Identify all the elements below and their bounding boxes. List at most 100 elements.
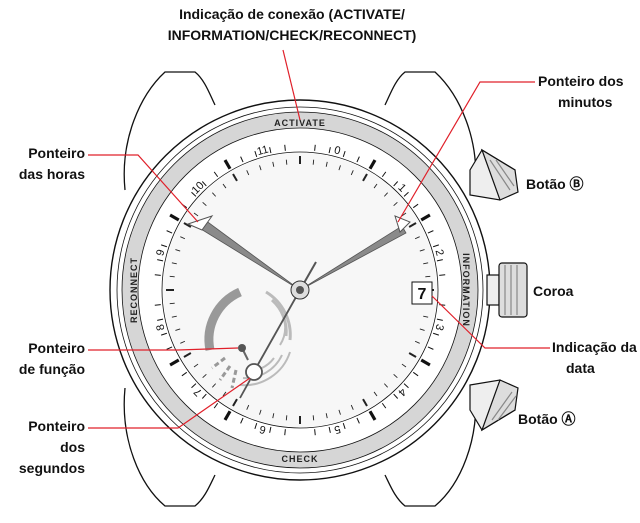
dial-tick: [180, 236, 186, 240]
dial-tick: [373, 391, 378, 397]
bezel-hour-marker: [223, 159, 232, 170]
dial-tick: [338, 165, 341, 171]
bezel-number: 0: [333, 144, 342, 157]
minute-hand-callout-line1: Ponteiro dos: [538, 73, 624, 89]
button-b[interactable]: [469, 148, 519, 201]
bezel-hour-marker: [169, 358, 180, 367]
crown[interactable]: [486, 262, 528, 318]
dial-tick: [259, 165, 262, 171]
date-callout-line2: data: [566, 360, 595, 376]
dial-tick: [362, 173, 368, 182]
dial-tick: [183, 222, 192, 228]
bezel-number: 3: [433, 323, 446, 332]
dial-tick: [419, 328, 425, 331]
bezel-minute-marker: [166, 346, 173, 350]
bezel-hour-marker: [223, 410, 232, 421]
dial-tick: [401, 363, 407, 368]
dial-tick: [423, 315, 429, 318]
dial-tick: [338, 409, 341, 415]
case-lugs: [123, 71, 477, 507]
dial-tick: [408, 352, 417, 358]
bezel-minute-marker: [427, 230, 434, 234]
bezel-number: 5: [333, 423, 342, 436]
bezel-minute-marker: [240, 156, 244, 163]
connection-callout-line1: Indicação de conexão (ACTIVATE/: [179, 6, 405, 22]
bezel-minute-marker: [181, 371, 188, 377]
bezel-number: 9: [154, 248, 167, 257]
ring-label-reconnect: RECONNECT: [129, 257, 139, 323]
bezel-minute-marker: [157, 318, 164, 321]
dial-tick: [193, 363, 199, 368]
dial-tick: [183, 352, 192, 358]
button-a[interactable]: [469, 379, 519, 432]
bezel-minute-marker: [403, 191, 409, 197]
bezel-minute-marker: [157, 259, 164, 262]
bezel-minute-marker: [191, 383, 197, 389]
bezel-minute-marker: [342, 150, 346, 158]
bezel-hour-marker: [169, 213, 180, 222]
button-a-callout: Botão Ⓐ: [518, 411, 576, 427]
minute-hand-callout-line2: minutos: [558, 94, 613, 110]
dial-tick: [383, 383, 388, 388]
dial-tick: [272, 161, 275, 167]
bezel-minute-marker: [201, 181, 207, 187]
dial-tick: [193, 212, 199, 217]
function-hand-callout-line1: Ponteiro: [28, 340, 85, 356]
dial-tick: [414, 340, 420, 344]
dial-tick: [312, 415, 315, 421]
bezel-minute-marker: [213, 402, 219, 409]
dial-tick: [325, 161, 328, 167]
bezel-minute-marker: [412, 371, 419, 377]
bezel-minute-marker: [328, 426, 331, 433]
bezel-number: 2: [433, 248, 446, 257]
seconds-callout-line1: Ponteiro: [28, 418, 85, 434]
hour-hand-callout-line2: das horas: [19, 166, 85, 182]
dial-tick: [175, 249, 181, 252]
dial-tick: [222, 183, 227, 189]
function-hand-callout-line2: de função: [19, 361, 85, 377]
dial-tick: [246, 170, 250, 176]
dial-tick: [425, 275, 431, 278]
bezel-minute-marker: [269, 147, 272, 154]
dial-tick: [246, 404, 250, 410]
dial-tick: [312, 159, 315, 165]
dial-tick: [169, 302, 175, 305]
bezel-minute-marker: [154, 304, 161, 306]
bezel-minute-marker: [381, 171, 387, 178]
dial-tick: [350, 170, 354, 176]
bezel-minute-marker: [393, 393, 399, 399]
minute-ticks: [166, 156, 434, 424]
dial-tick: [180, 340, 186, 344]
dial-tick: [383, 192, 388, 197]
dial-tick: [272, 413, 275, 419]
dial-tick: [259, 409, 262, 415]
bezel-number: 11: [256, 144, 270, 159]
function-hand: [238, 344, 249, 361]
bezel-markers: [154, 144, 446, 436]
bezel-minute-marker: [166, 230, 173, 234]
bezel-hour-marker: [368, 159, 377, 170]
seconds-callout-line3: segundos: [19, 460, 85, 476]
bezel-minute-marker: [213, 171, 219, 178]
bezel-minute-marker: [412, 203, 419, 209]
seconds-hand: [239, 289, 301, 399]
date-window: 7: [411, 281, 433, 305]
dial-tick: [408, 222, 417, 228]
center-pin: [290, 280, 310, 300]
minute-hand: [299, 225, 407, 291]
dial-tick: [202, 202, 207, 207]
dial-tick: [350, 404, 354, 410]
bezel-minute-marker: [328, 147, 331, 154]
bezel-minute-marker: [381, 402, 387, 409]
bezel-minute-marker: [432, 332, 440, 336]
leader-lines: [88, 49, 550, 429]
dial-tick: [169, 275, 175, 278]
bezel-minute-marker: [403, 383, 409, 389]
dial-tick: [393, 202, 398, 207]
dial-tick: [423, 262, 429, 265]
dial-tick: [362, 398, 368, 407]
dial-tick: [285, 415, 288, 421]
bezel-minute-marker: [342, 422, 346, 430]
dial-tick: [393, 373, 398, 378]
